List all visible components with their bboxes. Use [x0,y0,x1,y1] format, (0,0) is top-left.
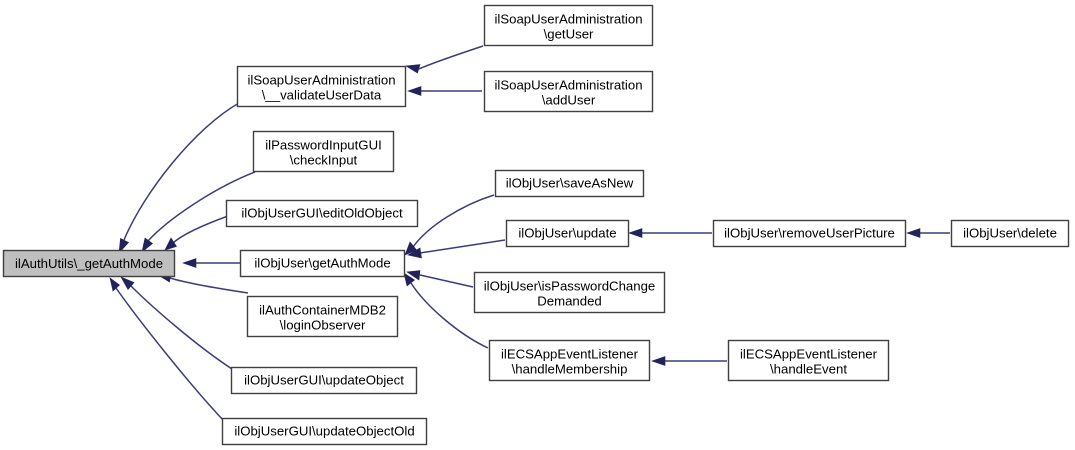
node-getuser-label-line2: \getUser [544,26,594,41]
node-checkinput-label-line2: \checkInput [290,152,358,167]
node-adduser-label-line2: \addUser [542,92,596,107]
node-ispasswordchange-label-line1: ilObjUser\isPasswordChange [484,278,656,293]
edge-getauthmode-to-root [182,258,241,268]
node-updateobject[interactable]: ilObjUserGUI\updateObject [230,366,418,395]
node-adduser-label-line1: ilSoapUserAdministration [494,77,642,92]
node-handleevent-label-line2: \handleEvent [770,361,847,376]
node-loginobserver-label-line1: ilAuthContainerMDB2 [259,302,386,317]
edge-ispasswordchange-to-getauthmode [406,270,474,288]
node-ispasswordchange-label-line2: Demanded [537,293,602,308]
node-delete-label-line1: ilObjUser\delete [963,225,1057,240]
edge-handleevent-to-handlemembership [651,356,727,366]
edge-removeuserpicture-to-update [628,228,712,238]
node-removeuserpicture-label-line1: ilObjUser\removeUserPicture [724,225,895,240]
node-update-label-line1: ilObjUser\update [518,225,616,240]
node-handleevent-label-line1: ilECSAppEventListener [740,346,878,361]
node-handleevent[interactable]: ilECSAppEventListener \handleEvent [727,339,890,382]
node-editoldobject-label-line1: ilObjUserGUI\editOldObject [241,205,403,220]
node-validate-label-line2: \__validateUserData [262,87,382,102]
node-getauthmode[interactable]: ilObjUser\getAuthMode [239,249,406,278]
edge-editoldobject-to-root [164,215,229,251]
node-checkinput[interactable]: ilPasswordInputGUI \checkInput [252,130,395,173]
edge-saveasnew-to-getauthmode [404,194,495,256]
node-layer: ilAuthUtils\_getAuthMode ilSoapUserAdmin… [2,4,1070,446]
node-update[interactable]: ilObjUser\update [505,219,630,248]
node-validate[interactable]: ilSoapUserAdministration \__validateUser… [236,65,407,108]
node-getuser-label-line1: ilSoapUserAdministration [494,11,642,26]
edge-checkinput-to-root [141,171,256,253]
node-saveasnew-label-line1: ilObjUser\saveAsNew [506,175,634,190]
node-getauthmode-label-line1: ilObjUser\getAuthMode [254,255,390,270]
node-handlemembership[interactable]: ilECSAppEventListener \handleMembership [488,339,651,382]
node-handlemembership-label-line1: ilECSAppEventListener [501,346,639,361]
node-root-label-line1: ilAuthUtils\_getAuthMode [15,256,163,271]
edge-updateobject-to-root [120,276,233,370]
node-loginobserver[interactable]: ilAuthContainerMDB2 \loginObserver [246,295,399,338]
node-updateobjectold-label-line1: ilObjUserGUI\updateObjectOld [234,423,414,438]
node-updateobject-label-line1: ilObjUserGUI\updateObject [244,372,404,387]
node-adduser[interactable]: ilSoapUserAdministration \addUser [483,70,654,113]
node-editoldobject[interactable]: ilObjUserGUI\editOldObject [225,199,419,228]
edge-getuser-to-validate [405,45,484,74]
node-removeuserpicture[interactable]: ilObjUser\removeUserPicture [712,219,907,248]
node-updateobjectold[interactable]: ilObjUserGUI\updateObjectOld [221,417,428,446]
node-loginobserver-label-line2: \loginObserver [280,317,366,332]
node-saveasnew[interactable]: ilObjUser\saveAsNew [494,169,645,198]
edge-adduser-to-validate [407,86,482,96]
edge-update-to-getauthmode [407,239,506,259]
node-ispasswordchange[interactable]: ilObjUser\isPasswordChange Demanded [473,271,666,314]
edge-delete-to-removeuserpicture [906,228,950,238]
node-checkinput-label-line1: ilPasswordInputGUI [265,137,382,152]
node-validate-label-line1: ilSoapUserAdministration [247,72,395,87]
node-handlemembership-label-line2: \handleMembership [512,361,628,376]
node-root[interactable]: ilAuthUtils\_getAuthMode [2,249,176,278]
edge-validate-to-root [118,102,240,254]
node-getuser[interactable]: ilSoapUserAdministration \getUser [483,4,654,47]
edge-handlemembership-to-getauthmode [403,272,489,349]
edge-updateobjectold-to-root [109,277,225,422]
node-delete[interactable]: ilObjUser\delete [950,219,1070,248]
